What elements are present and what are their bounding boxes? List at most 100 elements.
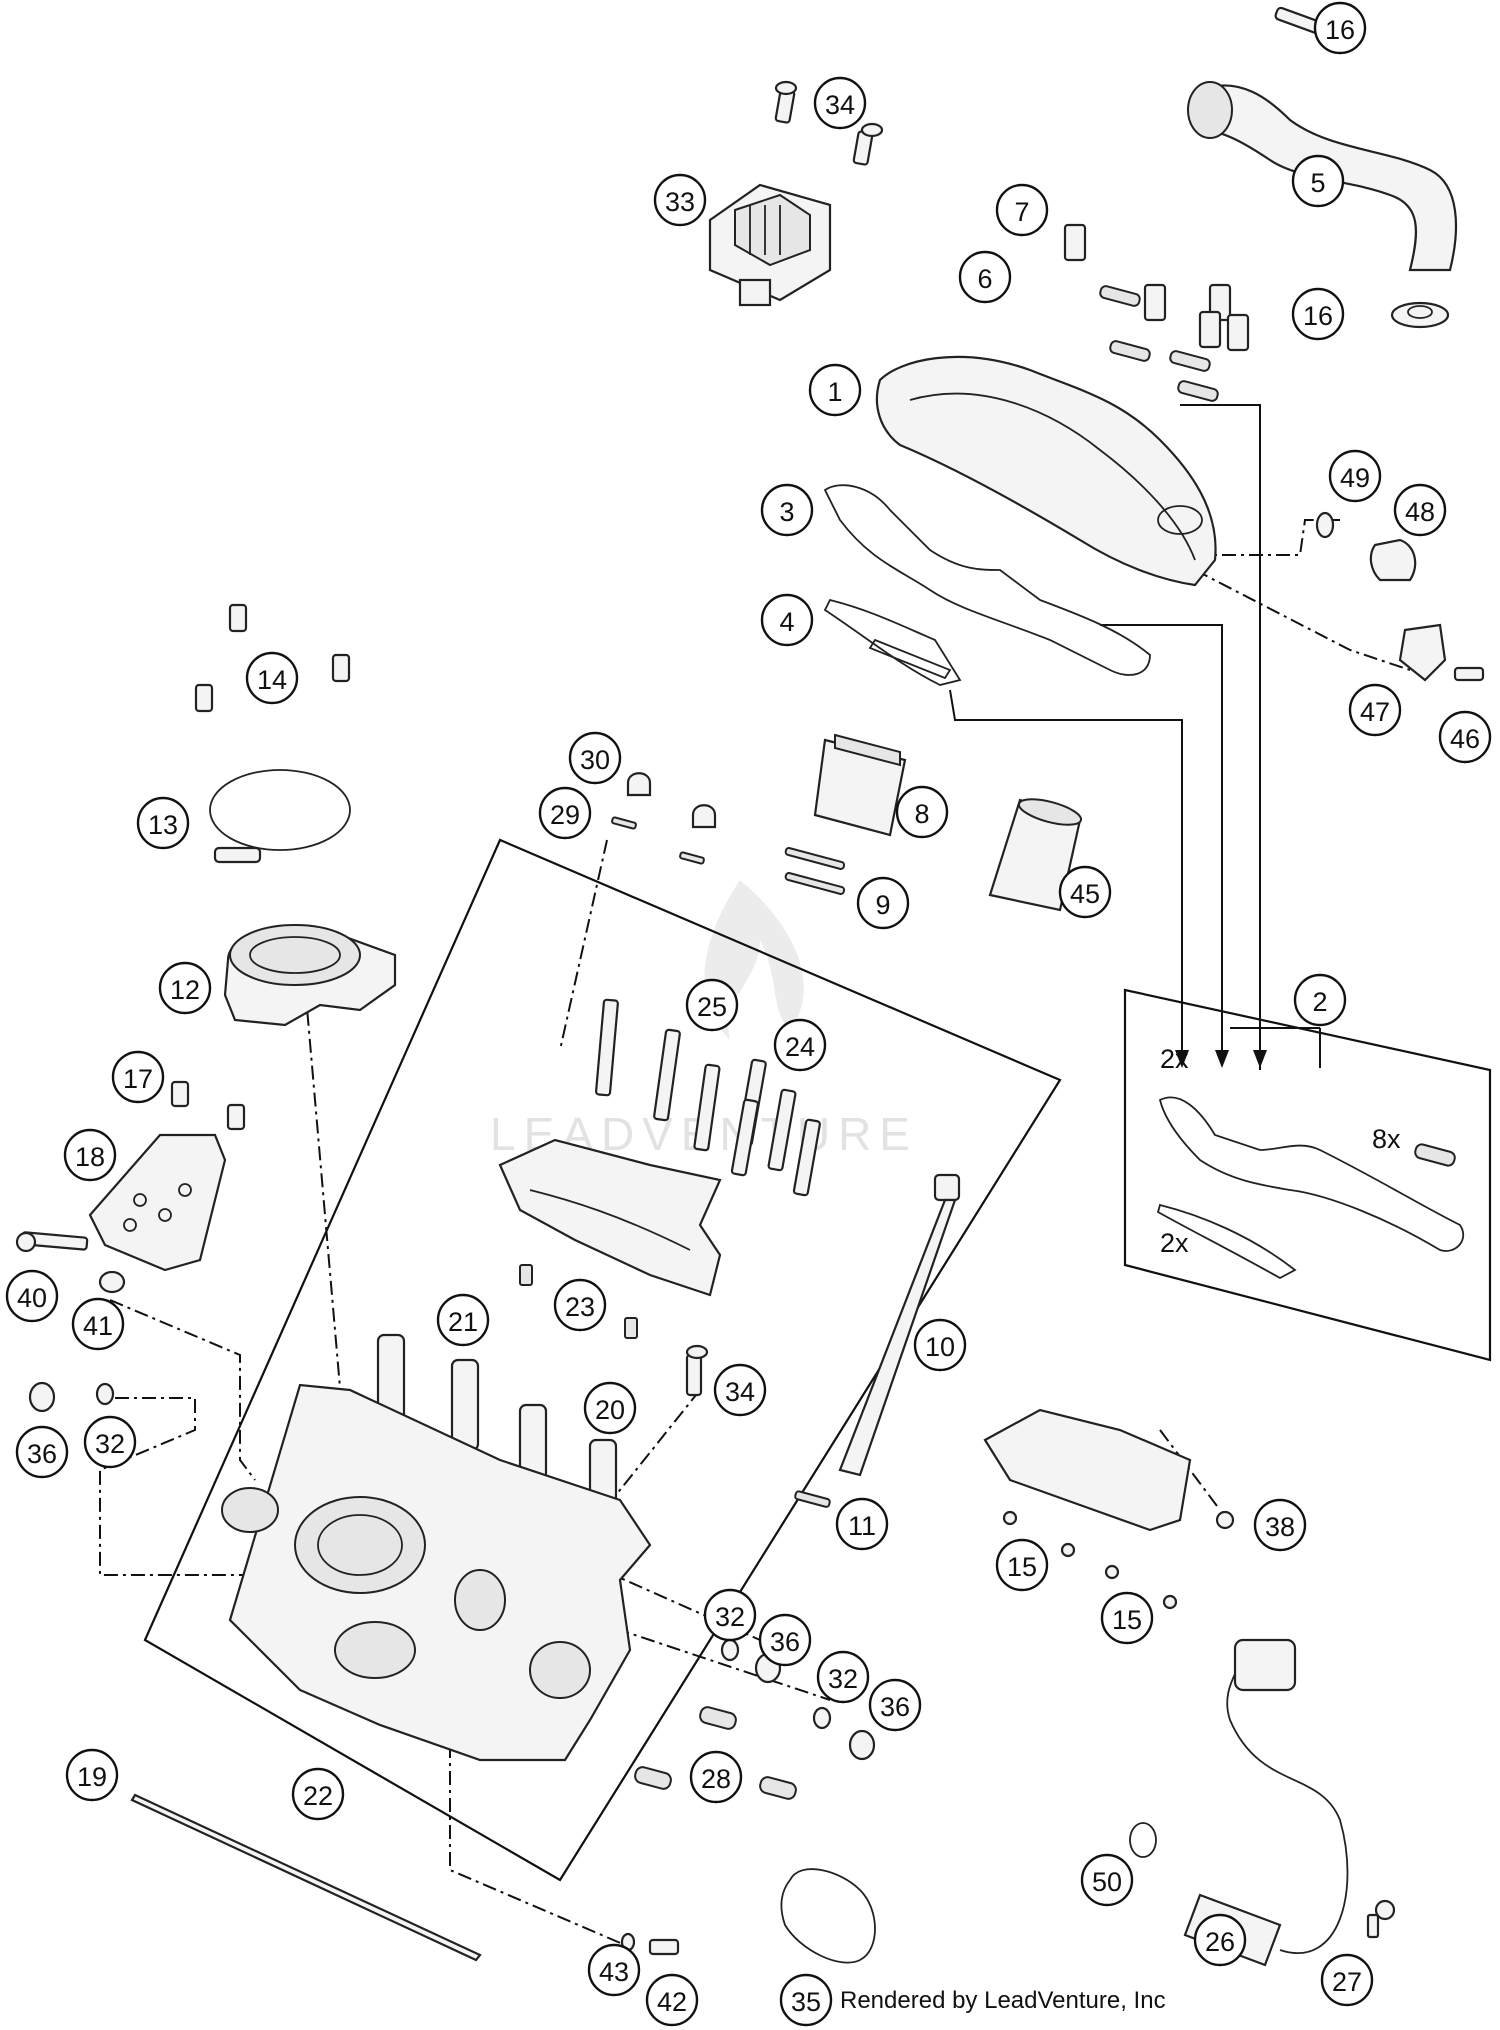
callout-12: 12 bbox=[158, 961, 212, 1015]
callout-41: 41 bbox=[71, 1297, 125, 1351]
cover-gasket-3 bbox=[823, 484, 1151, 676]
callout-21: 21 bbox=[436, 1293, 490, 1347]
intake-port bbox=[983, 1408, 1192, 1532]
svg-text:16: 16 bbox=[1325, 15, 1355, 45]
svg-text:3: 3 bbox=[779, 497, 794, 527]
svg-text:21: 21 bbox=[448, 1307, 478, 1337]
bolts-17 bbox=[170, 1080, 246, 1131]
clamp-13 bbox=[209, 769, 351, 864]
callout-48: 48 bbox=[1393, 483, 1447, 537]
callout-8: 8 bbox=[895, 785, 949, 839]
callout-20: 20 bbox=[583, 1381, 637, 1435]
bolt-42 bbox=[648, 1938, 680, 1956]
svg-text:17: 17 bbox=[123, 1064, 153, 1094]
svg-text:10: 10 bbox=[925, 1332, 955, 1362]
callout-22: 22 bbox=[291, 1767, 345, 1821]
seals-6 bbox=[1099, 285, 1219, 402]
intake-flange-12 bbox=[223, 924, 397, 1027]
callout-9: 9 bbox=[856, 876, 910, 930]
svg-text:38: 38 bbox=[1265, 1512, 1295, 1542]
bracket-47 bbox=[1398, 623, 1447, 682]
sleeves-21 bbox=[376, 1333, 480, 1452]
svg-text:47: 47 bbox=[1360, 697, 1390, 727]
caps-30 bbox=[626, 772, 717, 829]
camshaft-carrier bbox=[498, 1138, 722, 1297]
cap-48 bbox=[1369, 538, 1417, 582]
bolt-34-mid bbox=[685, 1344, 709, 1397]
callout-25: 25 bbox=[685, 978, 739, 1032]
seal-41 bbox=[98, 1270, 126, 1294]
svg-text:6: 6 bbox=[977, 264, 992, 294]
washer-32-left bbox=[95, 1382, 115, 1406]
svg-text:30: 30 bbox=[580, 745, 610, 775]
bolts-7 bbox=[1063, 223, 1250, 352]
callout-15-a: 15 bbox=[995, 1538, 1049, 1592]
callout-13: 13 bbox=[136, 796, 190, 850]
callout-36-right-a: 36 bbox=[758, 1613, 812, 1667]
svg-text:24: 24 bbox=[785, 1032, 815, 1062]
svg-text:45: 45 bbox=[1070, 879, 1100, 909]
callout-47: 47 bbox=[1348, 683, 1402, 737]
svg-text:32: 32 bbox=[715, 1602, 745, 1632]
oring-50 bbox=[1129, 1822, 1157, 1858]
svg-text:8: 8 bbox=[914, 799, 929, 829]
svg-text:20: 20 bbox=[595, 1395, 625, 1425]
svg-text:19: 19 bbox=[77, 1762, 107, 1792]
svg-text:46: 46 bbox=[1450, 724, 1480, 754]
callout-34-top: 34 bbox=[813, 76, 867, 130]
gasket-kit-contents: 2x 8x 2x bbox=[1156, 1044, 1465, 1280]
dashed-leaders bbox=[99, 519, 1411, 1946]
callout-7: 7 bbox=[995, 183, 1049, 237]
svg-text:49: 49 bbox=[1340, 463, 1370, 493]
svg-text:9: 9 bbox=[875, 890, 890, 920]
bolts-14 bbox=[194, 603, 351, 713]
svg-text:14: 14 bbox=[257, 665, 287, 695]
svg-text:12: 12 bbox=[170, 975, 200, 1005]
svg-text:36: 36 bbox=[880, 1692, 910, 1722]
oring-35 bbox=[780, 1868, 876, 1964]
svg-text:18: 18 bbox=[75, 1142, 105, 1172]
callout-19: 19 bbox=[65, 1748, 119, 1802]
svg-text:50: 50 bbox=[1092, 1867, 1122, 1897]
callout-40: 40 bbox=[5, 1269, 59, 1323]
plug-gasket-4 bbox=[823, 598, 962, 686]
svg-text:26: 26 bbox=[1205, 1927, 1235, 1957]
callout-28: 28 bbox=[689, 1750, 743, 1804]
svg-text:13: 13 bbox=[148, 810, 178, 840]
svg-text:41: 41 bbox=[83, 1311, 113, 1341]
sensor-33 bbox=[708, 183, 832, 307]
callout-26: 26 bbox=[1193, 1913, 1247, 1967]
callout-46: 46 bbox=[1438, 710, 1492, 764]
callout-34-mid: 34 bbox=[713, 1363, 767, 1417]
svg-text:5: 5 bbox=[1310, 168, 1325, 198]
cylinder-head-22 bbox=[221, 1383, 652, 1762]
pin-11 bbox=[794, 1490, 831, 1508]
svg-text:27: 27 bbox=[1332, 1967, 1362, 1997]
svg-text:43: 43 bbox=[599, 1957, 629, 1987]
nuts-15 bbox=[1002, 1510, 1178, 1610]
washer-49 bbox=[1315, 511, 1335, 539]
svg-text:1: 1 bbox=[827, 377, 842, 407]
callout-49: 49 bbox=[1328, 449, 1382, 503]
callout-16-top: 16 bbox=[1313, 1, 1367, 55]
svg-text:34: 34 bbox=[825, 90, 855, 120]
callout-10: 10 bbox=[913, 1318, 967, 1372]
svg-text:16: 16 bbox=[1303, 301, 1333, 331]
callout-42: 42 bbox=[645, 1973, 699, 2027]
svg-text:29: 29 bbox=[550, 800, 580, 830]
svg-text:36: 36 bbox=[27, 1439, 57, 1469]
callout-35: 35 bbox=[779, 1973, 833, 2027]
callout-16-right: 16 bbox=[1291, 287, 1345, 341]
svg-text:2: 2 bbox=[1312, 987, 1327, 1017]
bolts-24-25 bbox=[594, 998, 821, 1197]
callout-1: 1 bbox=[808, 363, 862, 417]
callout-group: 16 34 33 5 7 6 16 1 49 48 3 4 47 46 14 3… bbox=[5, 1, 1492, 2027]
qty-label-8x: 8x bbox=[1372, 1124, 1401, 1154]
svg-text:22: 22 bbox=[303, 1781, 333, 1811]
svg-text:4: 4 bbox=[779, 607, 794, 637]
svg-text:15: 15 bbox=[1007, 1552, 1037, 1582]
svg-text:35: 35 bbox=[791, 1987, 821, 2017]
nut-38 bbox=[1215, 1510, 1235, 1530]
callout-11: 11 bbox=[835, 1497, 889, 1551]
head-gasket-19 bbox=[130, 1793, 482, 1962]
